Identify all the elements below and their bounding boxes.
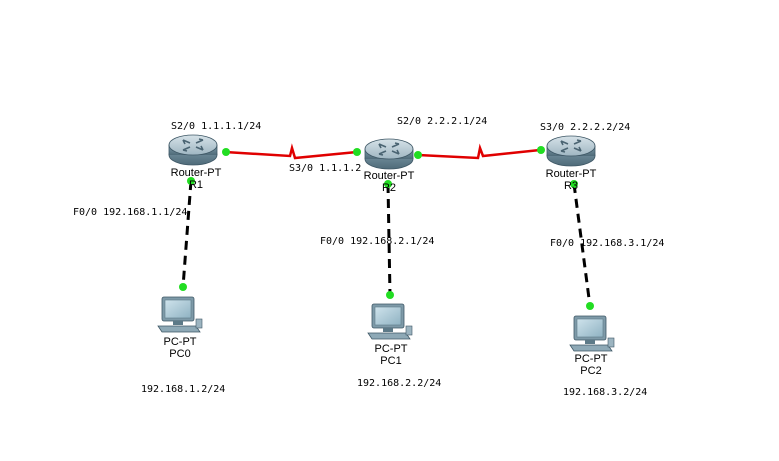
router-name-label: R2 xyxy=(382,182,396,194)
router-name-label: R3 xyxy=(564,180,578,192)
pc-type-label: PC-PT xyxy=(375,343,408,355)
pc-type-label: PC-PT xyxy=(164,336,197,348)
port-dot xyxy=(222,148,230,156)
port-dot xyxy=(386,291,394,299)
port-dot xyxy=(414,151,422,159)
ethernet-link-r1-pc0[interactable] xyxy=(181,180,193,288)
router-r2[interactable] xyxy=(364,138,414,170)
pc-name-label: PC0 xyxy=(169,348,190,360)
router-r3[interactable] xyxy=(546,135,596,167)
port-dot xyxy=(586,302,594,310)
port-dot xyxy=(537,146,545,154)
pc-pc2[interactable] xyxy=(569,315,615,352)
pc-icon xyxy=(157,296,203,333)
interface-label-r2-s30: S3/0 1.1.1.2 xyxy=(289,163,361,174)
router-name-label: R1 xyxy=(189,179,203,191)
serial-link-r2-r3[interactable] xyxy=(417,143,541,160)
pc-icon xyxy=(367,303,413,340)
serial-link-r1-r2[interactable] xyxy=(224,143,358,160)
router-icon xyxy=(168,134,218,166)
router-type-label: Router-PT xyxy=(171,167,222,179)
pc-ip-label: 192.168.3.2/24 xyxy=(563,387,647,398)
interface-label-r2-f00: F0/0 192.168.2.1/24 xyxy=(320,236,434,247)
pc-name-label: PC2 xyxy=(580,365,601,377)
port-indicators xyxy=(179,146,594,310)
interface-label-r3-s30: S3/0 2.2.2.2/24 xyxy=(540,122,630,133)
pc-pc1[interactable] xyxy=(367,303,413,340)
ethernet-link-r2-pc1[interactable] xyxy=(386,183,392,296)
router-type-label: Router-PT xyxy=(364,170,415,182)
interface-label-r2-s20: S2/0 2.2.2.1/24 xyxy=(397,116,487,127)
router-r1[interactable] xyxy=(168,134,218,166)
pc-name-label: PC1 xyxy=(380,355,401,367)
interface-label-r1-f00: F0/0 192.168.1.1/24 xyxy=(73,207,187,218)
port-dot xyxy=(353,148,361,156)
router-icon xyxy=(364,138,414,170)
router-type-label: Router-PT xyxy=(546,168,597,180)
port-dot xyxy=(570,180,578,188)
ethernet-link-r3-pc2[interactable] xyxy=(572,183,592,307)
interface-label-r3-f00: F0/0 192.168.3.1/24 xyxy=(550,238,664,249)
router-icon xyxy=(546,135,596,167)
port-dot xyxy=(187,177,195,185)
pc-ip-label: 192.168.1.2/24 xyxy=(141,384,225,395)
pc-pc0[interactable] xyxy=(157,296,203,333)
pc-icon xyxy=(569,315,615,352)
port-dot xyxy=(179,283,187,291)
pc-ip-label: 192.168.2.2/24 xyxy=(357,378,441,389)
port-dot xyxy=(384,180,392,188)
interface-label-r1-s20: S2/0 1.1.1.1/24 xyxy=(171,121,261,132)
pc-type-label: PC-PT xyxy=(575,353,608,365)
